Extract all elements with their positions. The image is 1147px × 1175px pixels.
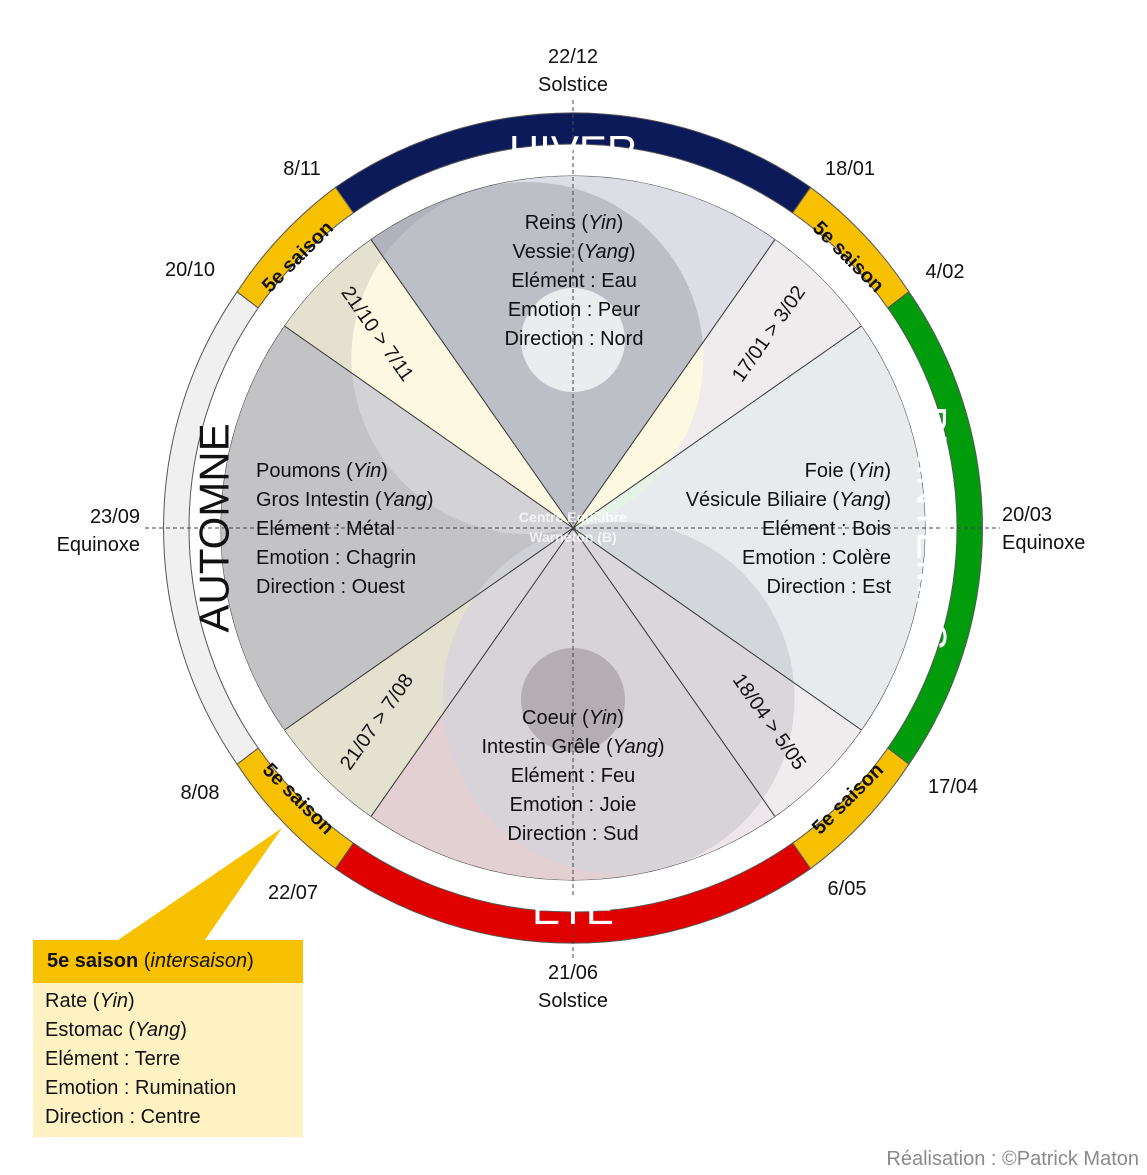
summer-line-organ-yin: Coeur (Yin) bbox=[522, 707, 624, 729]
date-0808: 8/08 bbox=[180, 782, 220, 804]
summer-line-direction: Direction : Sud bbox=[507, 823, 639, 845]
fifth-season-info-box: 5e saison (intersaison) Rate (Yin) Estom… bbox=[33, 940, 303, 1137]
info-box-title: 5e saison (intersaison) bbox=[33, 940, 303, 983]
autumn-line-direction: Direction : Ouest bbox=[256, 576, 405, 598]
autumn-line-organ-yang: Gros Intestin (Yang) bbox=[256, 489, 434, 511]
season-label-summer: ETE bbox=[532, 886, 614, 933]
watermark-line1: Centre Equilibre bbox=[519, 509, 627, 525]
spring-line-direction: Direction : Est bbox=[766, 576, 891, 598]
summer-line-organ-yang: Intestin Grêle (Yang) bbox=[481, 736, 665, 758]
date-right: 20/03 Equinoxe bbox=[1002, 504, 1086, 554]
info-box-body: Rate (Yin) Estomac (Yang) Elément : Terr… bbox=[33, 983, 303, 1137]
autumn-line-element: Elément : Métal bbox=[256, 518, 395, 540]
date-top: 22/12 Solstice bbox=[537, 46, 609, 96]
watermark-line2: Warneton (B) bbox=[529, 529, 616, 545]
autumn-line-emotion: Emotion : Chagrin bbox=[256, 547, 417, 569]
summer-organ-text: Coeur (Yin) Intestin Grêle (Yang) Elémen… bbox=[443, 704, 703, 849]
date-0811: 8/11 bbox=[283, 158, 321, 180]
date-1801: 18/01 bbox=[824, 158, 876, 180]
info-line-organ-yin: Rate (Yin) bbox=[45, 990, 135, 1012]
season-label-spring: PRINTEMPS bbox=[909, 405, 956, 650]
date-2207: 22/07 bbox=[267, 882, 319, 904]
winter-organ-text: Reins (Yin) Vessie (Yang) Elément : Eau … bbox=[454, 209, 694, 354]
winter-line-emotion: Emotion : Peur bbox=[507, 299, 641, 321]
season-label-autumn: AUTOMNE bbox=[191, 423, 238, 632]
date-0605: 6/05 bbox=[827, 878, 867, 900]
winter-line-organ-yang: Vessie (Yang) bbox=[512, 241, 636, 263]
autumn-line-organ-yin: Poumons (Yin) bbox=[256, 460, 388, 482]
spring-line-element: Elément : Bois bbox=[762, 518, 891, 540]
spring-organ-text: Foie (Yin) Vésicule Biliaire (Yang) Elém… bbox=[631, 457, 891, 602]
info-line-element: Elément : Terre bbox=[45, 1048, 181, 1070]
divider-lines bbox=[284, 239, 862, 817]
date-bottom: 21/06 Solstice bbox=[537, 962, 609, 1012]
summer-line-element: Elément : Feu bbox=[510, 765, 636, 787]
callout-pointer bbox=[118, 828, 282, 940]
date-1704: 17/04 bbox=[927, 776, 979, 798]
season-label-winter: HIVER bbox=[509, 127, 637, 174]
date-left: 23/09 Equinoxe bbox=[56, 506, 140, 556]
date-0402: 4/02 bbox=[925, 261, 965, 283]
winter-line-element: Elément : Eau bbox=[511, 270, 637, 292]
autumn-organ-text: Poumons (Yin) Gros Intestin (Yang) Eléme… bbox=[256, 457, 496, 602]
sector-transition-nw bbox=[284, 239, 573, 528]
credit-text: Réalisation : ©Patrick Maton bbox=[886, 1148, 1139, 1170]
winter-line-organ-yin: Reins (Yin) bbox=[524, 212, 624, 234]
date-2010: 20/10 bbox=[164, 259, 216, 281]
spring-line-emotion: Emotion : Colère bbox=[742, 547, 891, 569]
spring-line-organ-yang: Vésicule Biliaire (Yang) bbox=[685, 489, 891, 511]
info-line-emotion: Emotion : Rumination bbox=[45, 1077, 237, 1099]
info-line-organ-yang: Estomac (Yang) bbox=[45, 1019, 187, 1041]
summer-line-emotion: Emotion : Joie bbox=[509, 794, 637, 816]
winter-line-direction: Direction : Nord bbox=[504, 328, 644, 350]
spring-line-organ-yin: Foie (Yin) bbox=[804, 460, 891, 482]
axis-lines bbox=[145, 100, 1000, 960]
info-line-direction: Direction : Centre bbox=[45, 1106, 201, 1128]
yin-yang-symbol bbox=[221, 176, 925, 880]
